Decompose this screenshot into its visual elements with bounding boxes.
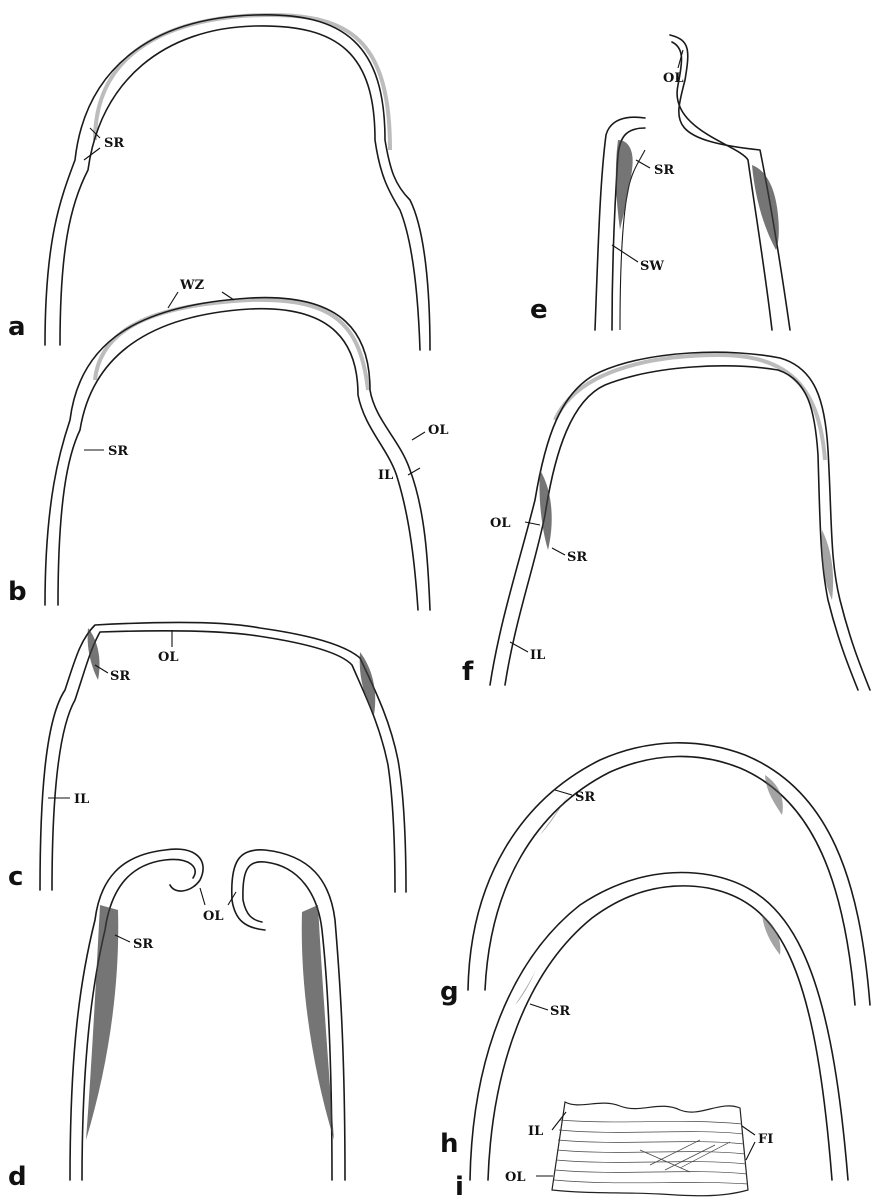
panel-h-letter: h <box>440 1129 459 1159</box>
panel-e: OL SR SW e <box>530 35 790 330</box>
panel-b-outer-wall <box>45 298 430 610</box>
panel-a-letter: a <box>8 312 26 342</box>
panel-i-label-ol: OL <box>505 1170 525 1185</box>
panel-e-letter: e <box>530 295 548 325</box>
panel-h-label-sr: SR <box>550 1004 570 1019</box>
panel-e-label-ol: OL <box>663 71 683 86</box>
panel-d-label-sr: SR <box>133 937 153 952</box>
panel-b-label-ol: OL <box>428 423 448 438</box>
panel-f-label-il: IL <box>530 648 545 663</box>
panel-i-label-fi: FI <box>758 1132 773 1147</box>
panel-f: OL SR IL f <box>462 352 870 690</box>
panel-f-label-sr: SR <box>567 550 587 565</box>
panel-d-letter: d <box>8 1162 27 1192</box>
panel-e-label-sw: SW <box>640 259 664 274</box>
panel-d-label-ol: OL <box>203 909 223 924</box>
panel-c: OL SR IL c <box>8 622 406 892</box>
panel-g-outer-wall <box>468 743 870 1005</box>
panel-c-label-il: IL <box>74 792 89 807</box>
panel-e-label-sr: SR <box>654 163 674 178</box>
panel-c-label-sr: SR <box>110 669 130 684</box>
panel-g-label-sr: SR <box>575 790 595 805</box>
panel-b-label-il: IL <box>378 468 393 483</box>
panel-a-label-sr: SR <box>104 136 124 151</box>
panel-b: WZ SR OL IL b <box>8 278 448 610</box>
panel-b-inner-wall <box>58 309 418 610</box>
panel-f-label-ol: OL <box>490 516 510 531</box>
panel-a: SR a <box>8 15 430 350</box>
panel-b-label-sr: SR <box>108 444 128 459</box>
panel-d: OL SR d <box>8 849 345 1192</box>
panel-g-letter: g <box>440 977 459 1007</box>
panel-i-label-il: IL <box>528 1124 543 1139</box>
panel-c-label-ol: OL <box>158 650 178 665</box>
panel-b-letter: b <box>8 577 27 607</box>
panel-f-letter: f <box>462 657 474 687</box>
panel-b-label-wz: WZ <box>179 278 205 293</box>
panel-i-letter: i <box>455 1172 464 1200</box>
panel-e-right-branch-outer <box>670 35 790 330</box>
panel-c-letter: c <box>8 862 23 892</box>
panel-i: IL FI OL i <box>455 1102 773 1200</box>
panel-g-inner-wall <box>485 756 855 1005</box>
